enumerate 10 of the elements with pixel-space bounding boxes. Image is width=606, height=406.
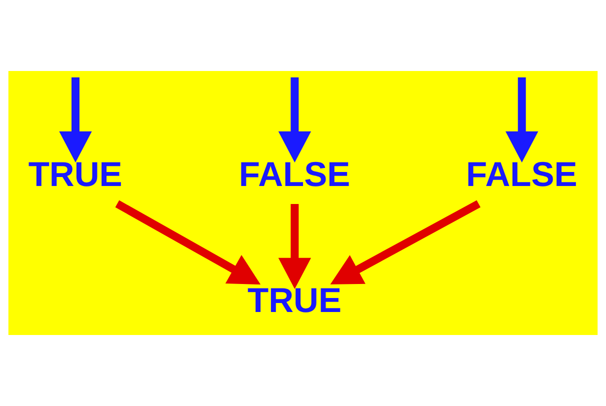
node-text: TRUE: [248, 282, 342, 320]
node-text: FALSE: [238, 156, 350, 194]
node-text: FALSE: [466, 156, 578, 194]
arrow: [330, 200, 481, 284]
arrow: [59, 77, 92, 163]
arrow: [115, 200, 261, 285]
arrow: [278, 204, 312, 290]
arrow: [506, 77, 538, 163]
node-text: TRUE: [28, 156, 122, 194]
arrow: [278, 77, 312, 163]
